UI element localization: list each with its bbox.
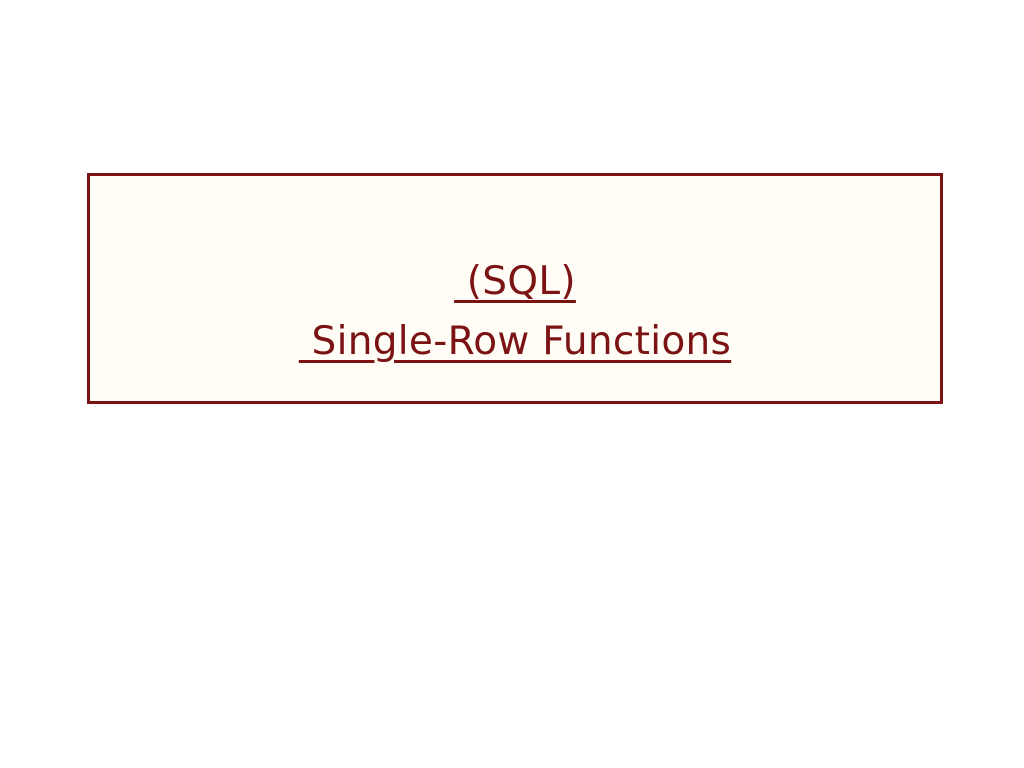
title-line-single-row-functions: Single-Row Functions	[298, 318, 732, 364]
title-box: (SQL) Single-Row Functions	[87, 173, 943, 404]
title-line-sql: (SQL)	[454, 258, 576, 304]
